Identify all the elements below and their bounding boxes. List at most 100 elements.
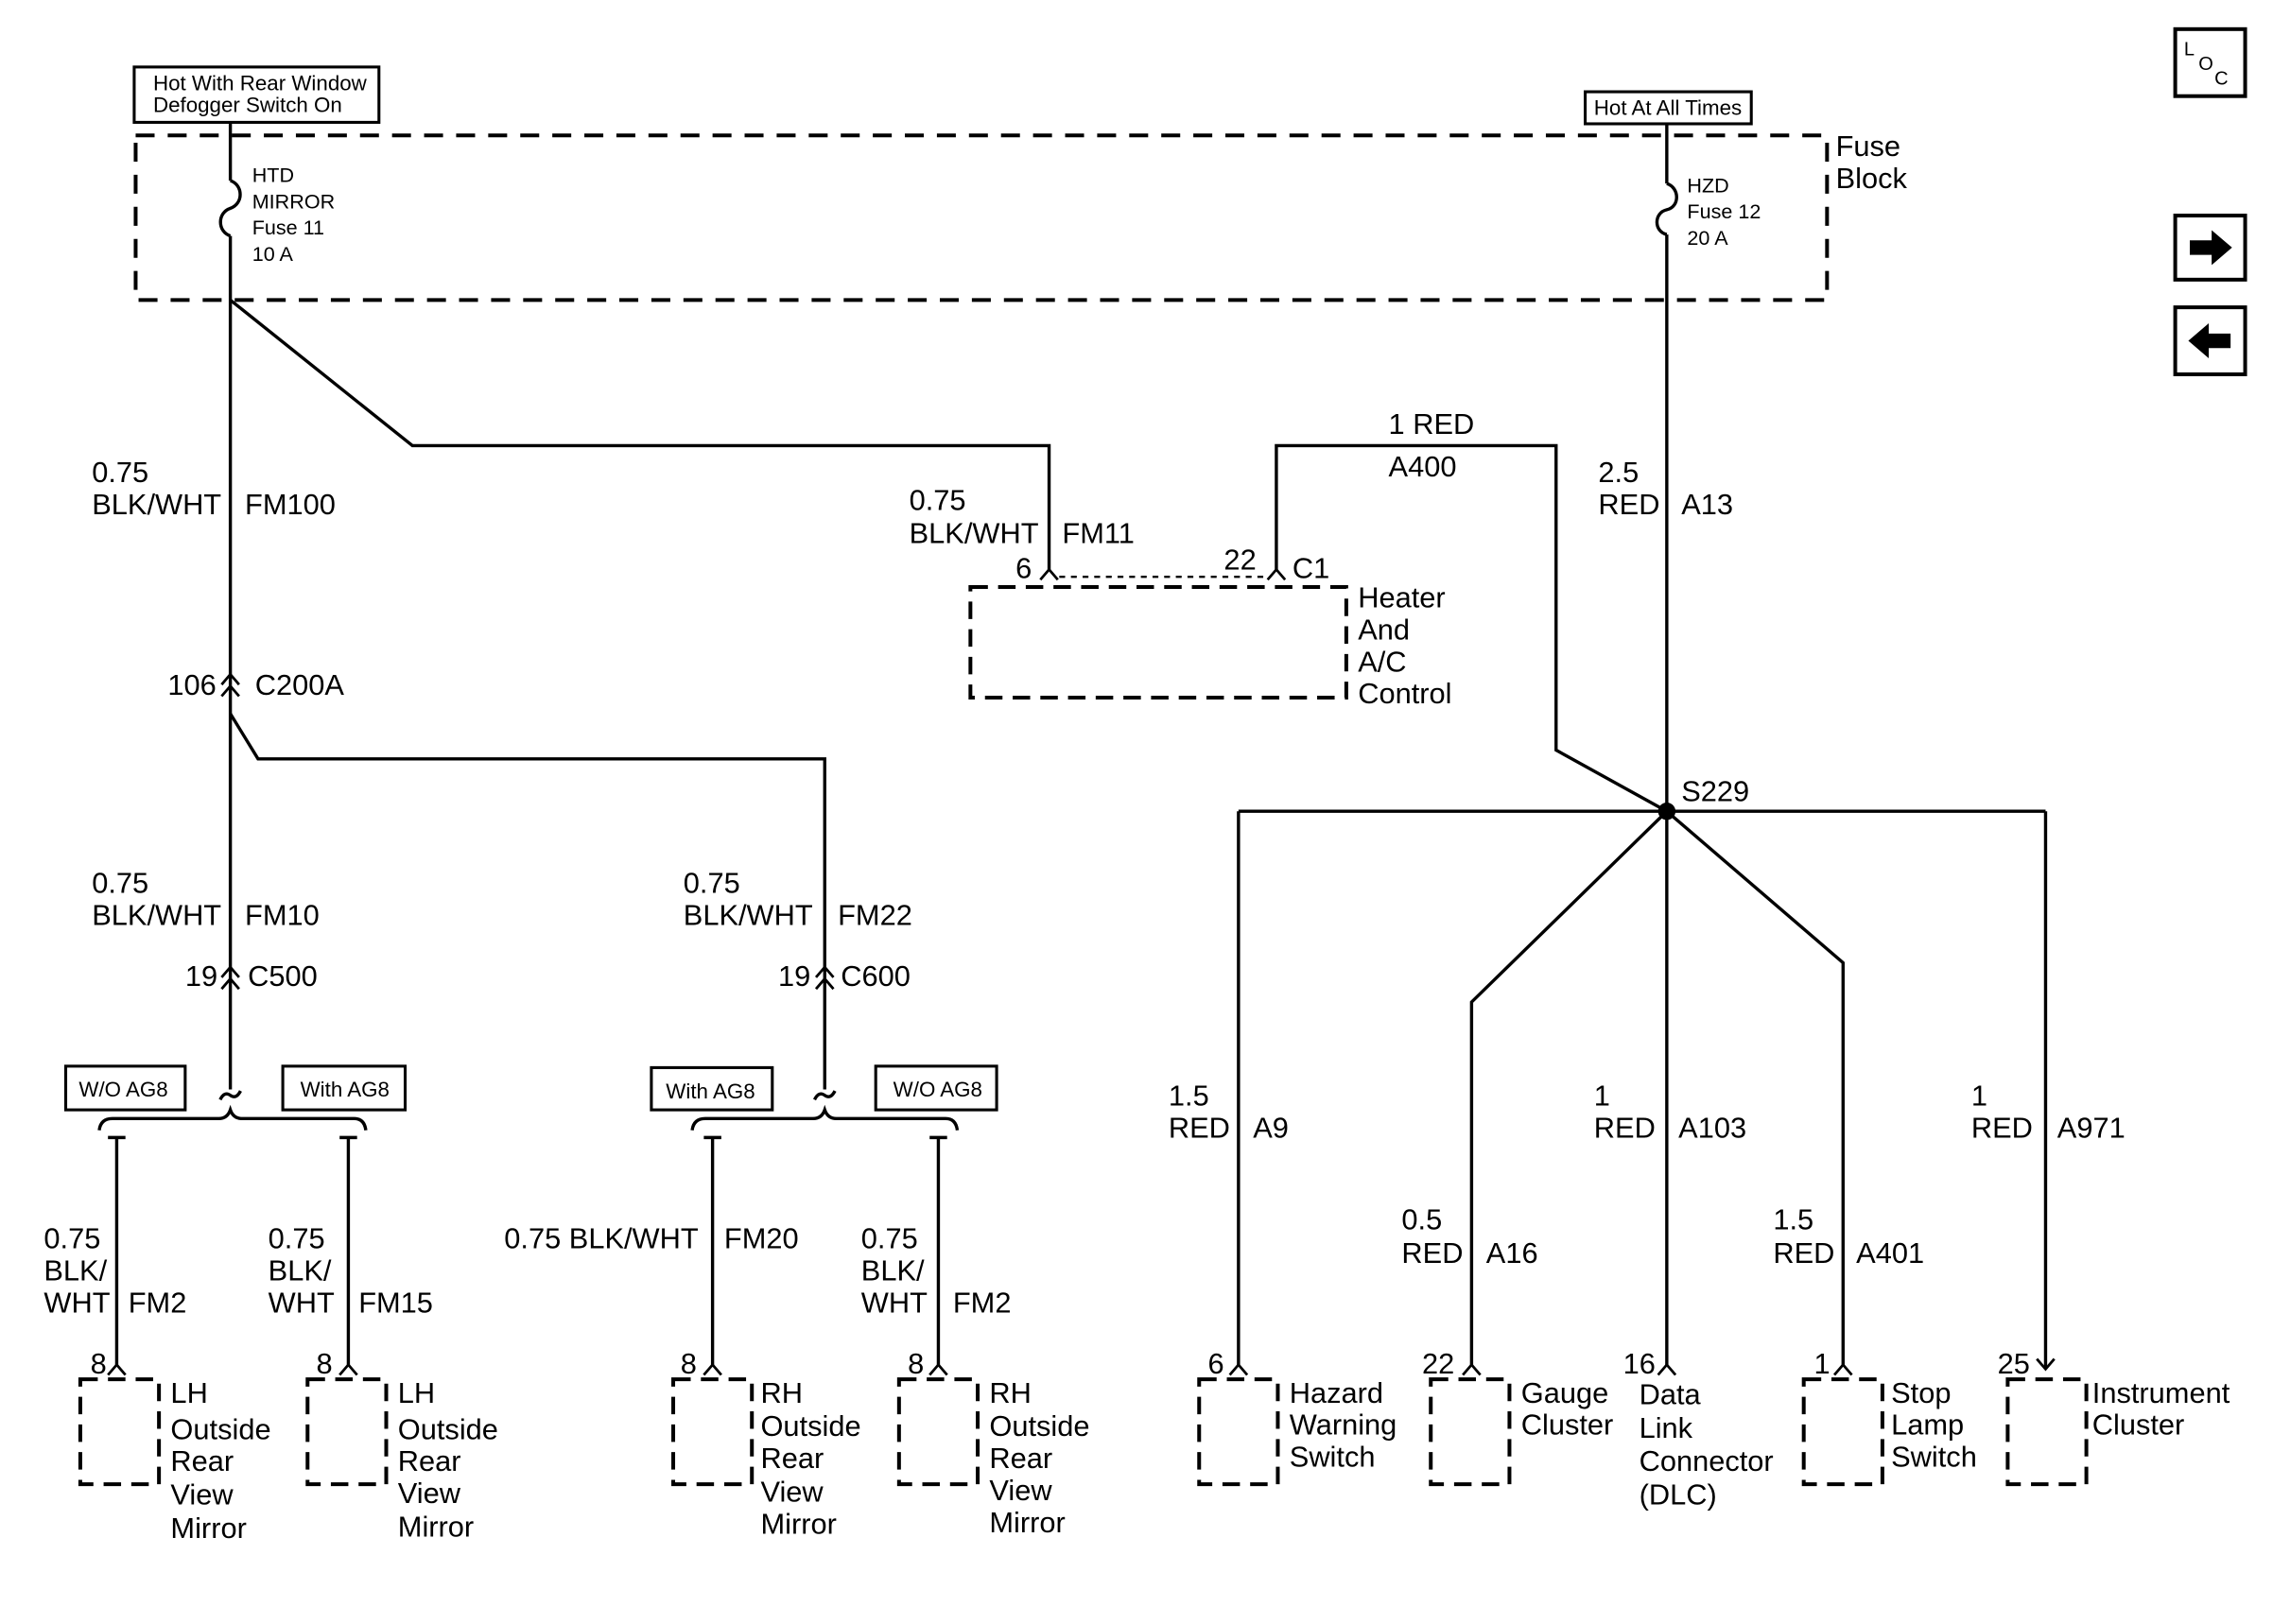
wire-size-label: 2.5 [1598, 456, 1639, 489]
circuit-a103: 1 RED A103 [1594, 811, 1746, 1365]
pin-number: 8 [908, 1347, 924, 1380]
circuit-number-label: FM2 [129, 1286, 187, 1319]
component-data-link-connector: 16 Data Link Connector (DLC) [1623, 1347, 1774, 1512]
option-brace [690, 1104, 960, 1131]
circuit-a971: 1 RED A971 [1971, 811, 2126, 1370]
wire-color-label: BLK/ [861, 1253, 925, 1287]
wire-size-label: 0.75 [684, 867, 740, 900]
pin-number: 6 [1207, 1347, 1223, 1380]
connector-c600: 19 C600 [778, 959, 911, 993]
component-label: LH [398, 1376, 435, 1409]
component-label: RH [989, 1376, 1031, 1409]
component-outline [305, 1377, 389, 1487]
wire-fm22 [229, 713, 826, 1090]
circuit-number-label: FM11 [1062, 517, 1134, 550]
component-lh-mirror-with-ag8: 8 LH Outside Rear View Mirror [305, 1347, 498, 1544]
power-source-label: Hot At All Times [1594, 96, 1742, 120]
component-label: View [170, 1478, 234, 1512]
component-label: Outside [760, 1409, 860, 1443]
component-label: RH [760, 1376, 802, 1409]
connector-pin-symbol [928, 1362, 948, 1376]
component-label: Data [1640, 1377, 1702, 1410]
fuse-symbol [218, 179, 242, 238]
connector-name: C600 [841, 959, 911, 993]
component-hazard-warning-switch: 6 Hazard Warning Switch [1197, 1347, 1397, 1487]
component-label: Warning [1290, 1408, 1397, 1442]
wire-color-label: RED [1401, 1236, 1463, 1270]
component-label: Control [1358, 677, 1451, 710]
circuit-fm10: 0.75 BLK/WHT FM10 [92, 684, 320, 1090]
component-label: Switch [1891, 1441, 1977, 1474]
circuit-number-label: FM22 [838, 898, 912, 931]
circuit-a401: 1.5 RED A401 [1665, 809, 1924, 1365]
next-page-button[interactable] [2173, 214, 2247, 282]
component-label: Hazard [1290, 1376, 1383, 1409]
connector-name: C500 [248, 959, 318, 993]
component-label: Connector [1640, 1444, 1774, 1477]
component-label: Outside [170, 1412, 270, 1445]
component-lh-mirror-without-ag8: 8 LH Outside Rear View Mirror [78, 1347, 271, 1545]
component-label: Instrument [2092, 1376, 2230, 1409]
wire-color-label: RED [1594, 1111, 1656, 1144]
pin-number: 106 [167, 668, 216, 701]
wire-color-label: BLK/WHT [92, 488, 221, 521]
arrow-left-icon [2188, 323, 2231, 359]
wire-size-label: 0.75 [92, 456, 148, 489]
wire-a400 [1275, 443, 1668, 813]
pin-number: 19 [185, 959, 217, 993]
circuit-fm100: 0.75 BLK/WHT FM100 [92, 235, 336, 685]
component-outline [1801, 1377, 1884, 1487]
circuit-number-label: FM100 [245, 488, 336, 521]
wire-size-label: 0.75 [910, 483, 966, 516]
option-box [281, 1064, 408, 1112]
locator-icon[interactable] [2173, 26, 2247, 98]
pin-number: 25 [1998, 1347, 2030, 1380]
locator-letter: L [2184, 40, 2195, 60]
option-box [650, 1065, 774, 1112]
power-source-label: Defogger Switch On [153, 94, 342, 117]
circuit-fm2-rh: 0.75 BLK/ WHT FM2 [861, 1137, 1011, 1365]
component-label: Stop [1891, 1376, 1951, 1409]
component-stop-lamp-switch: 1 Stop Lamp Switch [1801, 1347, 1977, 1487]
previous-page-button[interactable] [2173, 305, 2247, 376]
locator-button[interactable]: L O C [2173, 26, 2247, 98]
previous-page-button-frame[interactable] [2173, 305, 2247, 376]
wire-size-label: 1.5 [1169, 1079, 1209, 1112]
connector-pin-symbol [1039, 567, 1059, 581]
circuit-fm20: 0.75 BLK/WHT FM20 [504, 1137, 799, 1365]
component-label: Cluster [2092, 1408, 2185, 1442]
component-label: Rear [398, 1444, 461, 1477]
wire-a16 [1469, 810, 1669, 1365]
component-rh-mirror-with-ag8: 8 RH Outside Rear View Mirror [671, 1347, 861, 1540]
wire-color-label: WHT [269, 1286, 335, 1319]
wire-color-label: BLK/ [269, 1253, 332, 1287]
option-label: W/O AG8 [78, 1078, 167, 1101]
option-rh-with-ag8: With AG8 [650, 1065, 774, 1112]
connector-c200a: 106 C200A [167, 668, 344, 701]
wire-break-symbol [812, 1090, 837, 1101]
circuit-fm22: 0.75 BLK/WHT FM22 [229, 713, 912, 1090]
connector-pin-symbol [107, 1362, 127, 1376]
component-label: Mirror [760, 1507, 836, 1540]
pin-number: 8 [317, 1347, 333, 1380]
component-label: Outside [398, 1412, 498, 1445]
connector-c1: 6 22 C1 [1015, 543, 1329, 584]
wire-color-label: BLK/WHT [910, 517, 1039, 550]
wire-size-label: 0.5 [1401, 1202, 1442, 1235]
component-label: Heater [1358, 581, 1445, 614]
fuse-label: Fuse 12 [1687, 199, 1761, 223]
wire-size-label: 0.75 [92, 867, 148, 900]
fuse-label: 20 A [1687, 226, 1728, 250]
component-label: View [989, 1474, 1052, 1507]
component-outline [2005, 1377, 2089, 1487]
wire-break-symbol [218, 1090, 242, 1101]
wire-size-color-label: 0.75 BLK/WHT [504, 1221, 699, 1254]
connector-pin-symbol [1832, 1362, 1853, 1376]
pin-number: 22 [1223, 543, 1256, 576]
component-label: Rear [760, 1442, 824, 1475]
connector-pin-symbol [2036, 1357, 2056, 1372]
component-label: Cluster [1521, 1408, 1614, 1442]
component-heater-ac-control: Heater And A/C Control [968, 581, 1451, 710]
fuse-label: 10 A [252, 242, 294, 266]
fuse-block: Fuse Block [133, 130, 1907, 302]
